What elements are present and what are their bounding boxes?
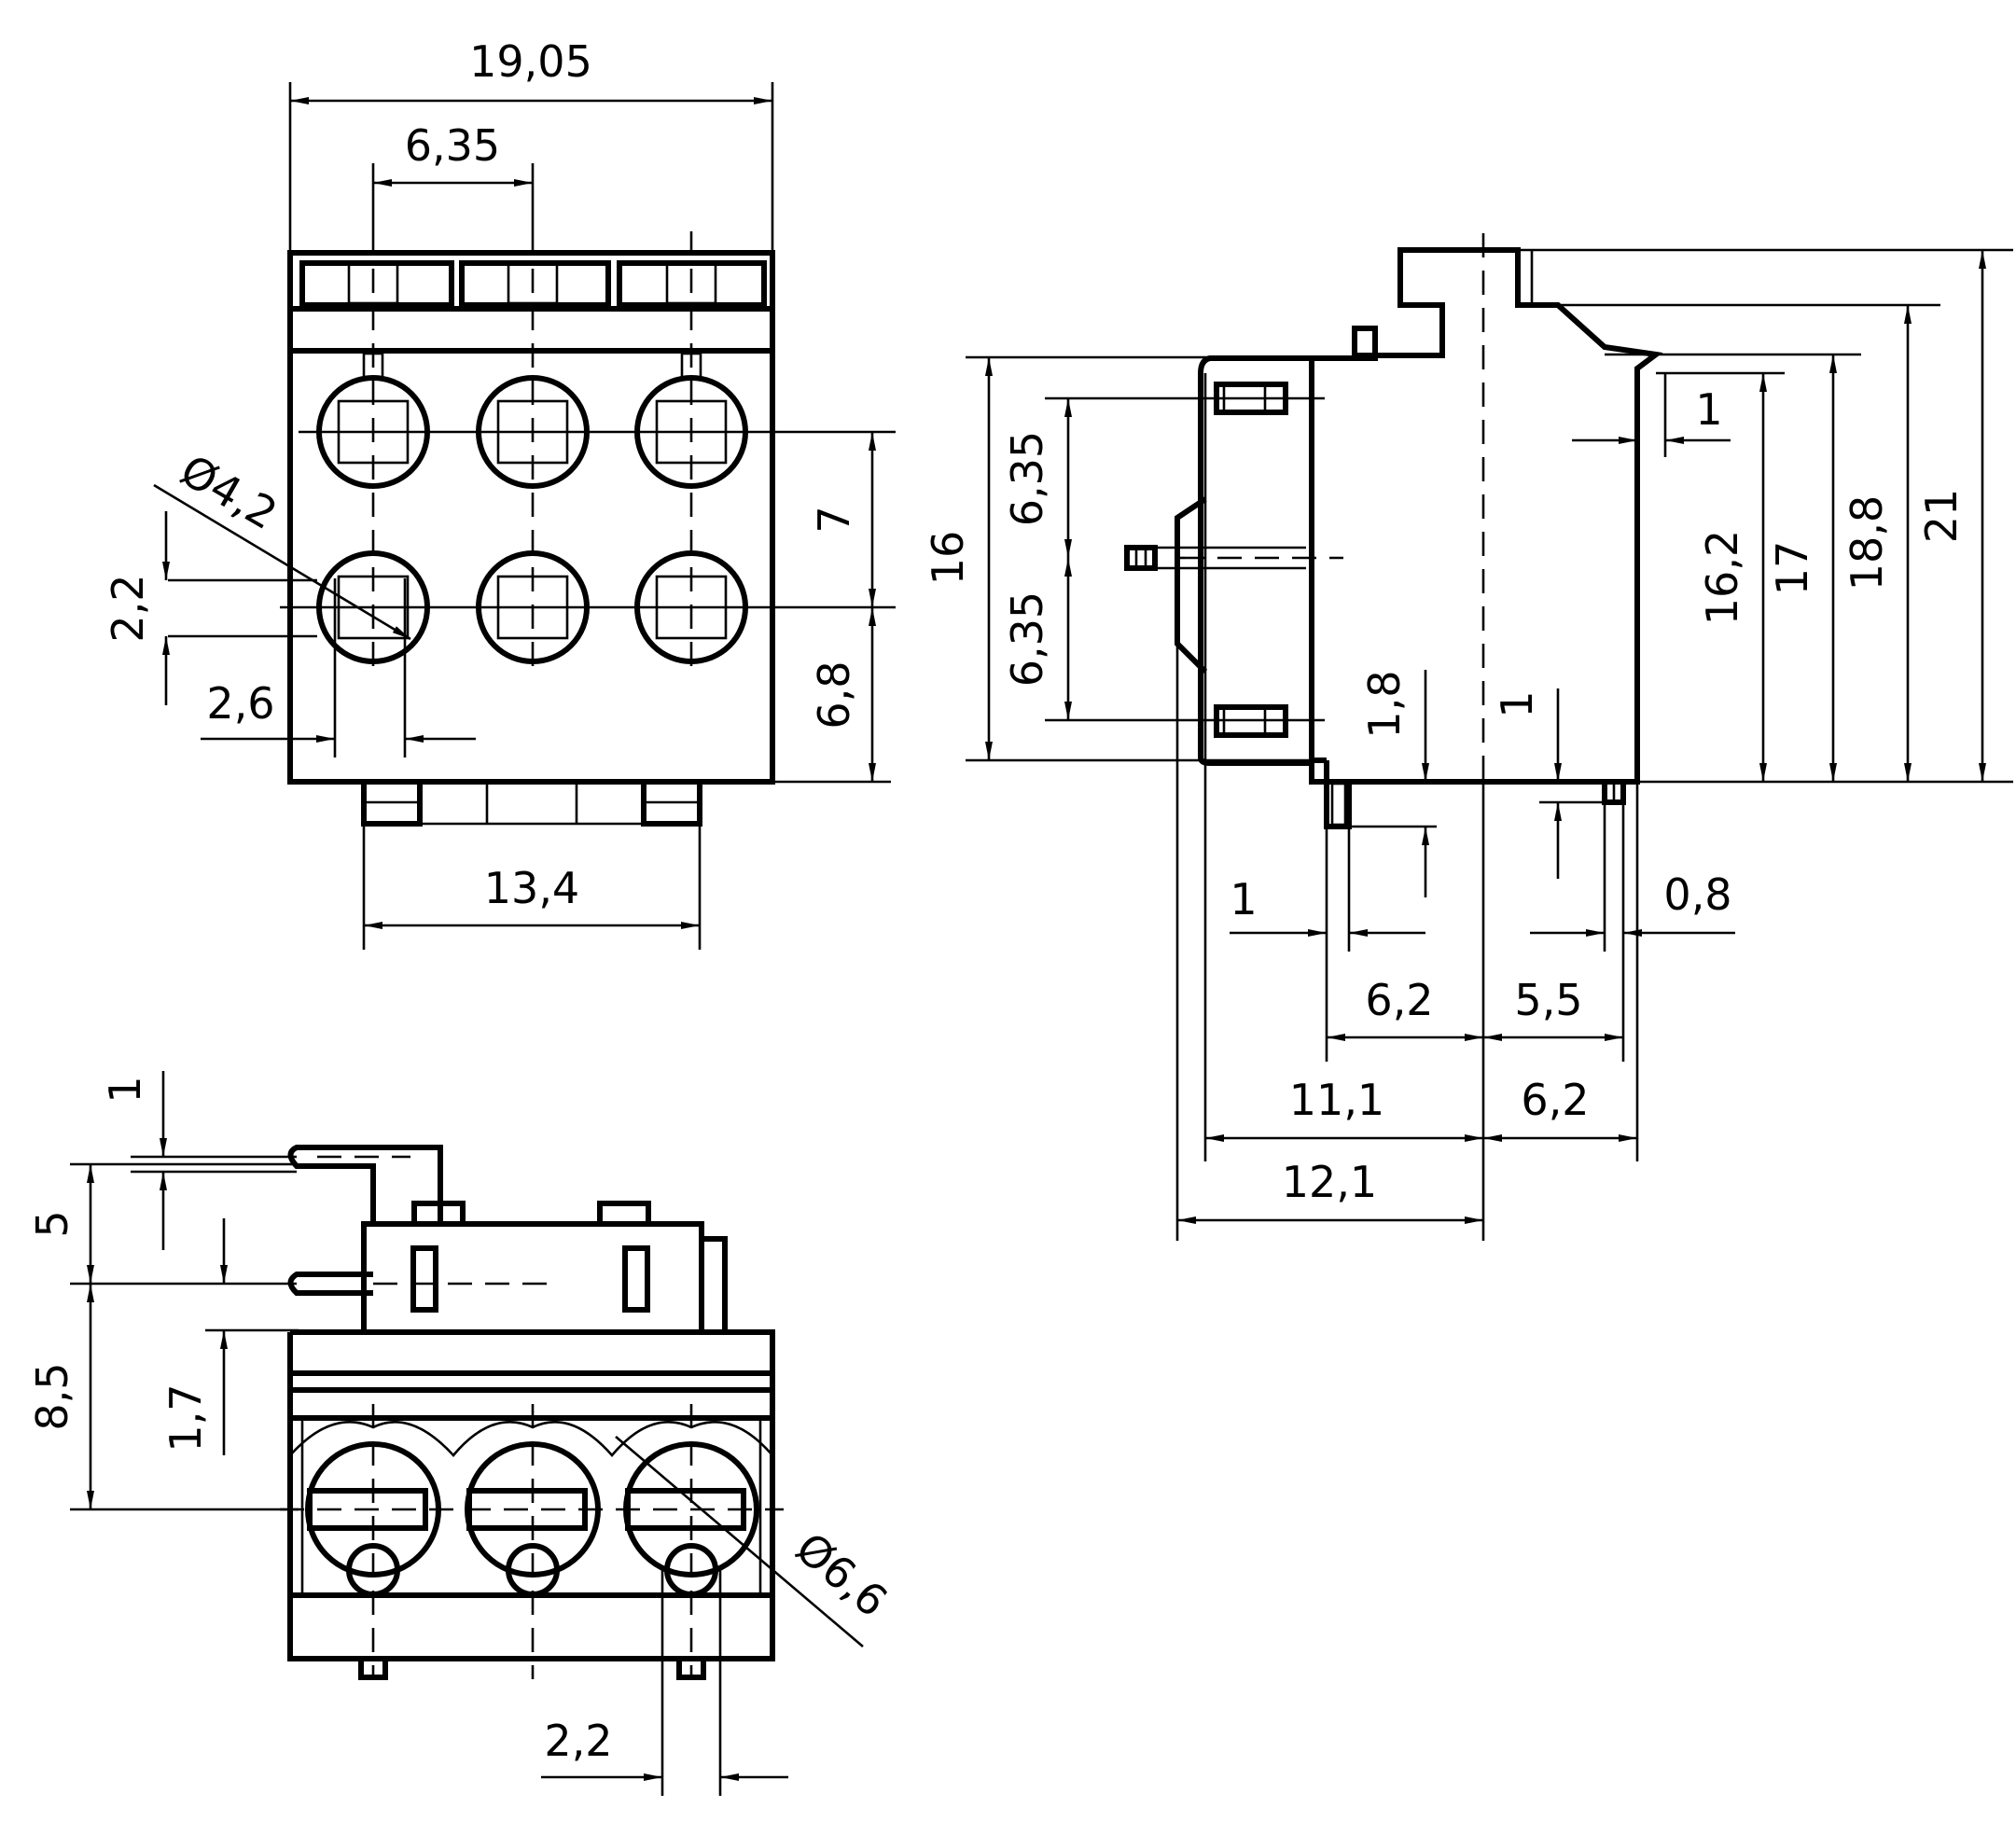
dim-height-18-8: 18,8 xyxy=(1842,495,1892,591)
top-dimension-lines xyxy=(70,1071,864,1796)
dim-row-to-bottom: 6,8 xyxy=(809,660,859,729)
dim-body-height-top: 8,5 xyxy=(27,1362,77,1430)
dim-base-width: 13,4 xyxy=(484,863,579,913)
dim-bottom-spacing: 2,2 xyxy=(544,1716,612,1766)
dim-width-11-1: 11,1 xyxy=(1289,1075,1384,1125)
top-view: 1 5 8,5 1,7 Ø6,6 2,2 xyxy=(27,1071,897,1796)
front-hole-grid xyxy=(280,231,896,672)
dim-hole-size-v: 2,2 xyxy=(103,574,153,642)
dim-width-6-2-lower: 6,2 xyxy=(1365,975,1433,1025)
side-view: 16 6,35 6,35 1 16,2 17 18,8 21 1,8 1 1 0… xyxy=(923,233,2013,1241)
dim-pitch: 6,35 xyxy=(405,120,500,171)
dim-width-12-1: 12,1 xyxy=(1282,1157,1377,1207)
dim-pin-spacing: 5 xyxy=(27,1210,77,1237)
dim-row-spacing: 7 xyxy=(809,506,859,533)
dim-latch-offset: 1 xyxy=(1695,384,1722,435)
dim-height-21: 21 xyxy=(1916,489,1967,544)
dim-pin-left-width: 1 xyxy=(1230,874,1257,924)
dim-hole-size-h: 2,6 xyxy=(206,678,274,729)
dim-overall-width: 19,05 xyxy=(469,36,592,87)
side-dimension-lines xyxy=(966,248,2013,1241)
dim-pin-height: 1,8 xyxy=(1359,670,1410,738)
dim-width-5-5: 5,5 xyxy=(1514,975,1582,1025)
dim-height-17: 17 xyxy=(1767,541,1817,596)
dim-pin-right-width: 0,8 xyxy=(1663,869,1731,920)
dim-lower-pitch: 6,35 xyxy=(1002,591,1052,687)
dim-upper-pitch: 6,35 xyxy=(1002,431,1052,526)
dim-width-6-2: 6,2 xyxy=(1521,1075,1589,1125)
dim-screw-diameter: Ø6,6 xyxy=(786,1522,897,1627)
top-bottom-feet xyxy=(358,1656,706,1680)
dim-pin-offset: 1 xyxy=(100,1076,150,1103)
front-body-outline xyxy=(287,250,775,785)
top-pins xyxy=(287,1145,651,1313)
side-feet xyxy=(1312,758,1626,829)
dim-height-16-2: 16,2 xyxy=(1697,530,1747,625)
top-screw-terminals xyxy=(280,1404,784,1679)
dim-pin-gap: 1,7 xyxy=(160,1383,211,1452)
dim-foot-height: 1 xyxy=(1492,690,1542,717)
dim-body-height: 16 xyxy=(923,531,973,586)
front-base-feet xyxy=(361,779,702,827)
front-view: 19,05 6,35 Ø4,2 2,2 2,6 7 6,8 13,4 xyxy=(103,36,896,950)
top-body-outline xyxy=(287,1221,775,1661)
side-center-lines xyxy=(1180,233,1485,782)
front-dimension-lines xyxy=(153,82,891,950)
dim-hole-diameter: Ø4,2 xyxy=(173,445,286,539)
